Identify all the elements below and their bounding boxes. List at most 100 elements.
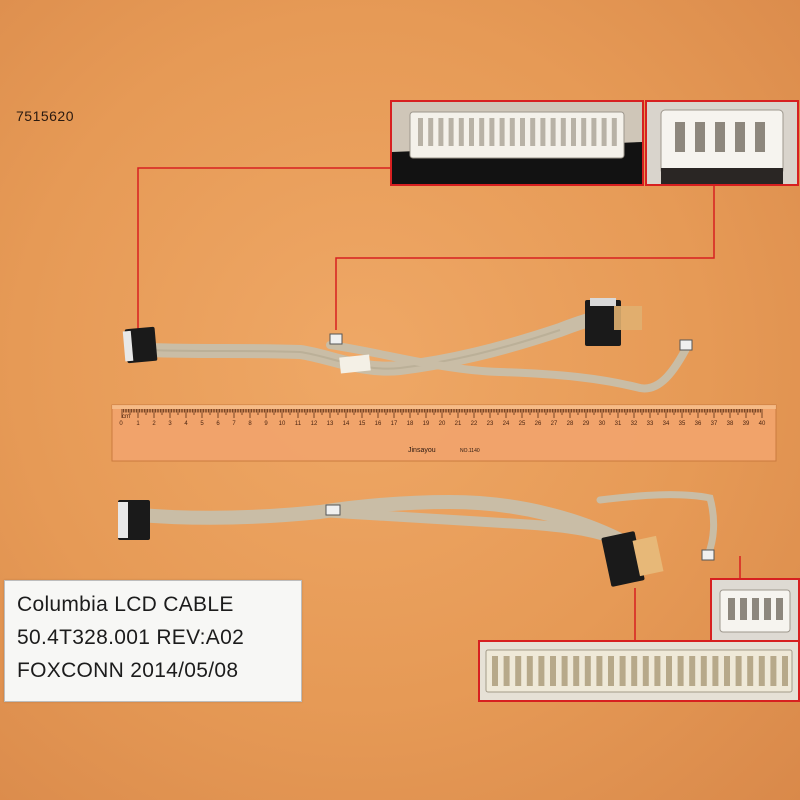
ruler-number: 32 xyxy=(631,421,638,427)
connector-pin xyxy=(469,118,474,146)
connector-pin xyxy=(654,656,661,686)
connector-pin xyxy=(601,118,607,146)
ruler-number: 18 xyxy=(407,421,414,427)
ruler-number: 19 xyxy=(423,421,430,427)
ruler-number: 2 xyxy=(152,421,156,427)
connector-pin xyxy=(530,118,536,146)
bottom-cable xyxy=(118,491,718,587)
ruler-number: 31 xyxy=(615,421,622,427)
connector-pin xyxy=(666,656,672,686)
ruler-brand: Jinsayou xyxy=(408,447,436,454)
ruler-number: 3 xyxy=(168,421,172,427)
ruler-number: 37 xyxy=(711,421,718,427)
ruler-number: 21 xyxy=(455,421,462,427)
connector-pin xyxy=(499,118,505,146)
connector-closeup-image xyxy=(480,642,798,700)
connector-pin xyxy=(448,118,454,146)
connector-pin xyxy=(560,118,566,146)
connector-pin xyxy=(515,656,522,686)
connector-pin xyxy=(538,656,545,686)
connector-pin xyxy=(492,656,498,686)
connector-pin xyxy=(724,656,730,686)
connector-pin xyxy=(689,656,696,686)
ruler-number: 20 xyxy=(439,421,446,427)
connector-pin xyxy=(619,656,626,686)
connector-pin xyxy=(573,656,580,686)
connector-pin xyxy=(770,656,777,686)
ruler-number: 0 xyxy=(119,421,123,427)
connector-pin xyxy=(782,656,788,686)
ruler-number: 10 xyxy=(279,421,286,427)
ruler-unit-label: cm xyxy=(122,414,130,420)
connector-pin xyxy=(608,656,614,686)
connector-pin xyxy=(591,118,597,146)
connector-pin xyxy=(428,118,434,146)
ruler-number: 28 xyxy=(567,421,574,427)
inset-lcd-connector-top xyxy=(390,100,644,186)
ruler-number: 6 xyxy=(216,421,220,427)
connector-closeup-image xyxy=(712,580,798,644)
connector-pin xyxy=(700,656,707,686)
connector-pin xyxy=(735,656,742,686)
connector-pin xyxy=(561,656,568,686)
connector-pin xyxy=(503,656,510,686)
ruler-number: 27 xyxy=(551,421,558,427)
cable-label-card: Columbia LCD CABLE 50.4T328.001 REV:A02 … xyxy=(4,580,302,702)
connector-pin xyxy=(418,118,423,146)
connector-pin xyxy=(642,656,649,686)
ruler-number: 8 xyxy=(248,421,252,427)
ruler-number: 5 xyxy=(200,421,204,427)
connector-pin xyxy=(581,118,587,146)
product-code: 7515620 xyxy=(16,108,75,124)
connector-pin xyxy=(550,118,556,146)
connector-pin xyxy=(584,656,591,686)
connector-pin xyxy=(571,118,576,146)
connector-pin xyxy=(540,118,546,146)
connector-pin xyxy=(509,118,515,146)
connector-closeup-image xyxy=(392,102,642,184)
ruler-model: NO.1140 xyxy=(460,448,480,454)
ruler-number: 11 xyxy=(295,421,302,427)
connector-pin xyxy=(631,656,638,686)
connector-pin xyxy=(550,656,556,686)
label-part-number-line: 50.4T328.001 REV:A02 xyxy=(17,626,245,649)
ruler-number: 15 xyxy=(359,421,366,427)
connector-closeup-image xyxy=(647,102,797,184)
ruler-number: 40 xyxy=(759,421,766,427)
connector-pin xyxy=(596,656,603,686)
ruler-number: 35 xyxy=(679,421,686,427)
ruler-number: 39 xyxy=(743,421,750,427)
ruler-number: 29 xyxy=(583,421,590,427)
connector-pin xyxy=(438,118,444,146)
ruler-number: 36 xyxy=(695,421,702,427)
ruler-number: 34 xyxy=(663,421,670,427)
ruler-number: 12 xyxy=(311,421,318,427)
inset-small-connector-bottom xyxy=(710,578,800,646)
ruler-number: 16 xyxy=(375,421,382,427)
callout-lines xyxy=(137,167,741,640)
label-manufacturer-line: FOXCONN 2014/05/08 xyxy=(17,659,239,682)
ruler-number: 24 xyxy=(503,421,510,427)
ruler-number: 13 xyxy=(327,421,334,427)
inset-small-connector-top xyxy=(645,100,799,186)
inset-lcd-connector-bottom xyxy=(478,640,800,702)
connector-pin xyxy=(712,656,719,686)
connector-pin xyxy=(489,118,495,146)
ruler-number: 38 xyxy=(727,421,734,427)
connector-pin xyxy=(479,118,485,146)
connector-pin xyxy=(458,118,464,146)
connector-pin xyxy=(677,656,684,686)
ruler-ticks xyxy=(121,409,763,418)
connector-pin xyxy=(747,656,754,686)
ruler-number: 33 xyxy=(647,421,654,427)
top-cable xyxy=(122,298,693,393)
connector-pin xyxy=(758,656,765,686)
connector-pin xyxy=(520,118,525,146)
ruler-number: 14 xyxy=(343,421,350,427)
ruler-number: 4 xyxy=(184,421,188,427)
label-model-line: Columbia LCD CABLE xyxy=(17,593,234,616)
connector-pin xyxy=(611,118,617,146)
